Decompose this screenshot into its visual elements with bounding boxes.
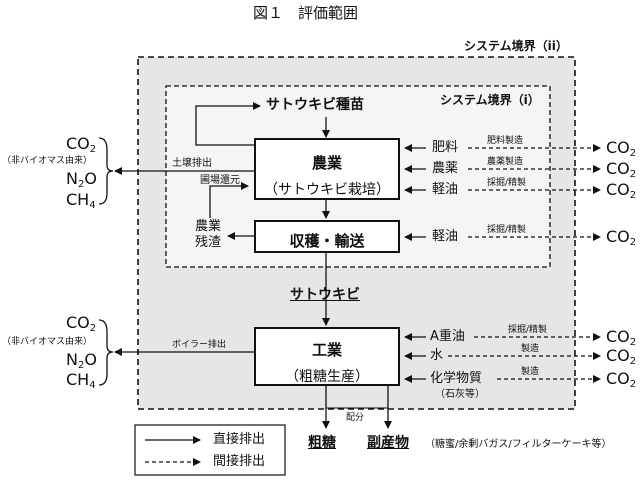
right-co2-water: CO2 — [606, 346, 637, 367]
fertilizer-process-label: 肥料製造 — [487, 136, 524, 146]
lower-co2-label: CO2 — [66, 313, 97, 334]
diesel-farm-label: 軽油 — [432, 182, 459, 197]
seedling-label: サトウキビ種苗 — [266, 97, 364, 113]
lower-non-biomass-note: （非バイオマス由来） — [2, 337, 93, 347]
pesticide-process-label: 農薬製造 — [487, 157, 524, 167]
agriculture-title: 農業 — [311, 154, 342, 172]
fertilizer-label: 肥料 — [432, 140, 459, 155]
lower-n2o-label: N2O — [66, 350, 97, 371]
right-co2-heavy-oil: CO2 — [606, 327, 637, 348]
harvest-title: 収穫・輸送 — [289, 232, 365, 250]
inner-boundary-label: システム境界（i） — [440, 93, 540, 107]
chemicals-label: 化学物質 — [430, 371, 483, 386]
pesticide-label: 農薬 — [432, 161, 459, 176]
soil-emission-label: 土壌排出 — [172, 158, 212, 169]
upper-n2o-label: N2O — [66, 169, 97, 190]
diesel-transport-process-label: 採掘/精製 — [487, 225, 527, 235]
chemicals-process-label: 製造 — [521, 367, 540, 377]
lower-ch4-label: CH4 — [66, 370, 96, 391]
figure-title: 図１ 評価範囲 — [253, 4, 359, 22]
upper-non-biomass-note: （非バイオマス由来） — [2, 156, 93, 166]
outer-boundary-label: システム境界（ii） — [464, 39, 568, 53]
sugarcane-label: サトウキビ — [290, 287, 360, 303]
legend-box — [134, 424, 286, 476]
right-co2-diesel-farm: CO2 — [606, 180, 637, 201]
heavy-oil-label: A重油 — [430, 329, 465, 344]
legend-direct-label: 直接排出 — [213, 432, 266, 447]
byproducts-label: 副産物 — [367, 435, 409, 451]
right-co2-diesel-transport: CO2 — [606, 227, 637, 248]
field-return-line — [209, 182, 249, 218]
diesel-farm-process-label: 採掘/精製 — [487, 178, 527, 188]
seedling-loop-line — [195, 102, 261, 146]
raw-sugar-label: 粗糖 — [308, 435, 336, 451]
upper-co2-label: CO2 — [66, 134, 97, 155]
byproducts-note: （糖蜜/余剰バガス/フィルターケーキ等） — [425, 439, 612, 450]
chemicals-note: （石灰等） — [435, 389, 485, 400]
water-label: 水 — [430, 348, 444, 363]
right-co2-chemicals: CO2 — [606, 369, 637, 390]
field-return-label: 圃場還元 — [200, 175, 240, 186]
right-co2-fertilizer: CO2 — [606, 138, 637, 159]
legend-indirect-label: 間接排出 — [213, 454, 266, 469]
residue-label-line1: 農業 — [195, 219, 222, 234]
industry-box: 工業 （粗糖生産） — [254, 327, 400, 386]
lower-brace — [98, 319, 114, 386]
boiler-emission-label: ボイラー排出 — [172, 340, 227, 350]
industry-title: 工業 — [311, 341, 342, 359]
upper-brace — [98, 137, 114, 205]
harvest-box: 収穫・輸送 — [254, 220, 400, 253]
allocation-label: 配分 — [346, 413, 365, 423]
diesel-transport-label: 軽油 — [432, 229, 459, 244]
heavy-oil-process-label: 採掘/精製 — [508, 325, 548, 335]
agriculture-box: 農業 （サトウキビ栽培） — [254, 138, 400, 200]
industry-subtitle: （粗糖生産） — [285, 369, 369, 385]
agriculture-subtitle: （サトウキビ栽培） — [264, 182, 390, 198]
upper-ch4-label: CH4 — [66, 190, 96, 211]
residue-label-line2: 残渣 — [195, 235, 222, 250]
water-process-label: 製造 — [521, 344, 540, 354]
right-co2-pesticide: CO2 — [606, 159, 637, 180]
